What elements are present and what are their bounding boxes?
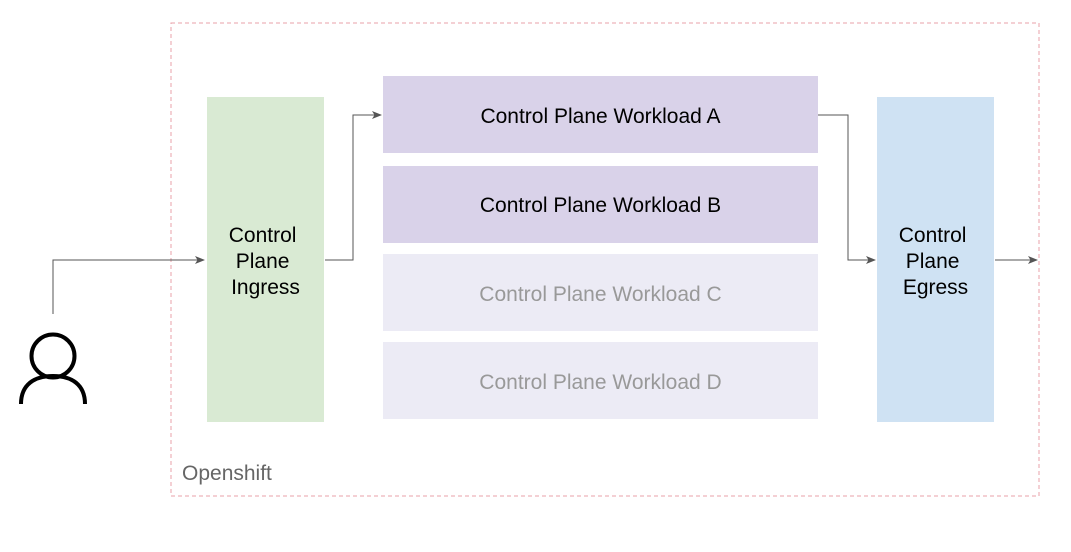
user-icon [19,332,87,405]
connector-ingress-to-workload-a [325,111,382,261]
connector-workload-a-to-egress [818,114,876,264]
workload-node-c: Control Plane Workload C [383,254,818,331]
egress-label: Control Plane Egress [899,224,973,299]
workload-label-c: Control Plane Workload C [479,283,721,306]
workload-label-b: Control Plane Workload B [480,194,721,217]
ingress-label-line-1: Control [229,224,297,247]
egress-label-line-2: Plane [906,250,960,273]
ingress-label-line-2: Plane [236,250,290,273]
connectors [52,111,1038,314]
egress-label-line-1: Control [899,224,967,247]
ingress-label: Control Plane Ingress [229,224,303,299]
workload-node-a: Control Plane Workload A [383,76,818,153]
ingress-label-line-3: Ingress [231,276,300,299]
boundary-label: Openshift [182,462,272,485]
workload-node-d: Control Plane Workload D [383,342,818,419]
workload-node-b: Control Plane Workload B [383,166,818,243]
ingress-node: Control Plane Ingress [207,97,324,422]
workload-label-a: Control Plane Workload A [480,105,720,128]
egress-label-line-3: Egress [903,276,968,299]
connector-user-to-ingress [52,256,205,314]
egress-node: Control Plane Egress [877,97,994,422]
workload-label-d: Control Plane Workload D [479,371,721,394]
